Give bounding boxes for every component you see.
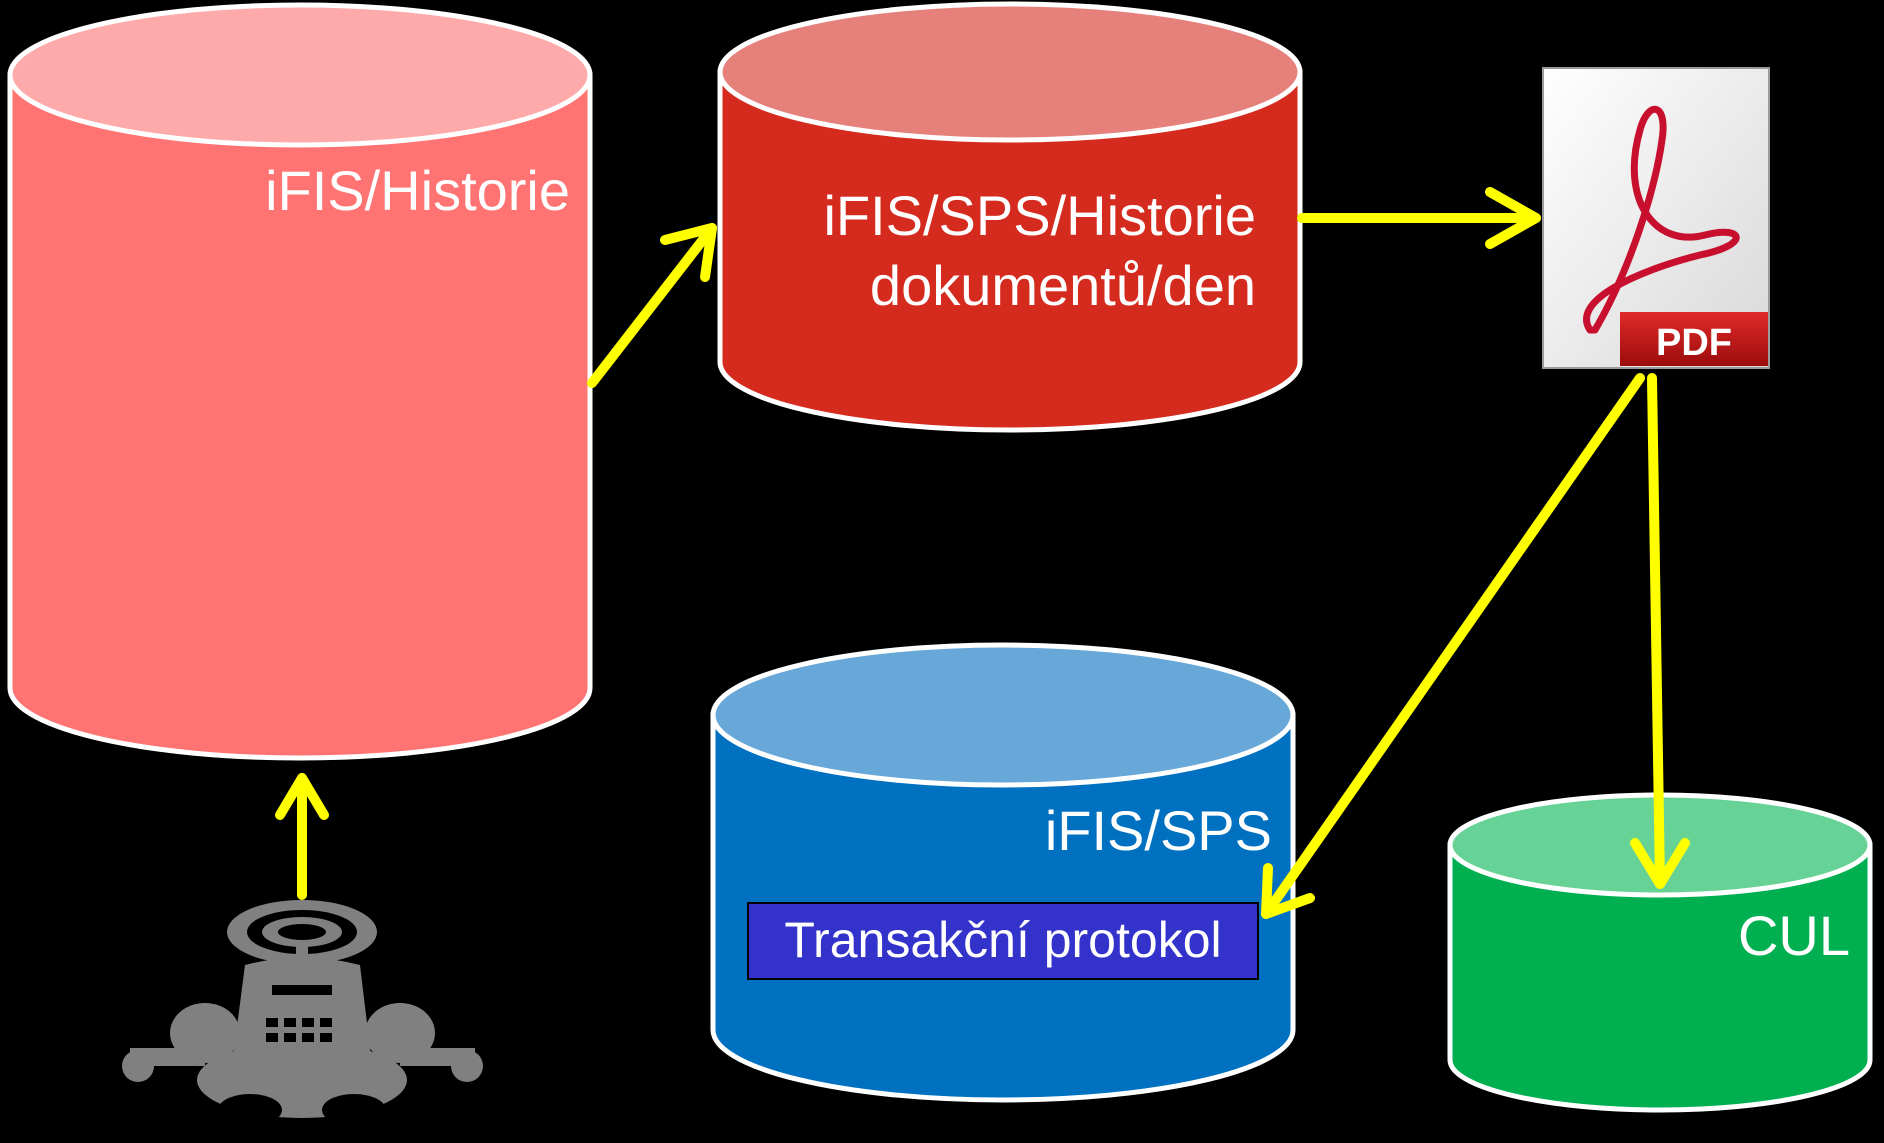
transakcni-protokol-box[interactable]: [747, 902, 1259, 980]
cylinder-ifis-historie[interactable]: iFIS/Historie: [7, 2, 593, 761]
cylinder-label-line2: dokumentů/den: [870, 254, 1256, 317]
cylinder-body: [1447, 842, 1873, 1113]
arrow-historie-to-sps-historie: [587, 223, 717, 388]
cylinder-label-line1: iFIS/SPS/Historie: [823, 184, 1256, 247]
cylinder-body: [717, 69, 1303, 433]
pdf-badge: [1620, 312, 1768, 366]
pdf-document-icon[interactable]: PDF: [1542, 67, 1770, 369]
acrobat-swirl-icon: [1583, 106, 1740, 334]
cylinder-ifis-sps-historie[interactable]: iFIS/SPS/Historie dokumentů/den: [717, 1, 1303, 433]
cylinder-label: iFIS/SPS: [1045, 799, 1272, 862]
cylinder-label: CUL: [1738, 904, 1850, 967]
cylinder-top: [710, 642, 1296, 788]
cylinder-body: [7, 72, 593, 761]
arrow-sps-historie-to-pdf: [1297, 187, 1541, 249]
arrow-robot-to-historie: [275, 773, 329, 900]
cylinder-cul[interactable]: CUL: [1447, 792, 1873, 1113]
arrows: [275, 187, 1690, 919]
cylinder-ifis-sps[interactable]: iFIS/SPS Transakční protokol: [710, 642, 1296, 1103]
cylinder-label: iFIS/Historie: [265, 159, 570, 222]
arrow-pdf-to-cul: [1630, 373, 1690, 889]
cylinder-top: [7, 2, 593, 148]
transakcni-protokol-label: Transakční protokol: [784, 912, 1221, 968]
cylinder-top: [717, 1, 1303, 143]
arrow-pdf-to-sps: [1261, 373, 1645, 919]
pdf-badge-label: PDF: [1656, 322, 1732, 364]
robot-icon: [122, 900, 483, 1126]
